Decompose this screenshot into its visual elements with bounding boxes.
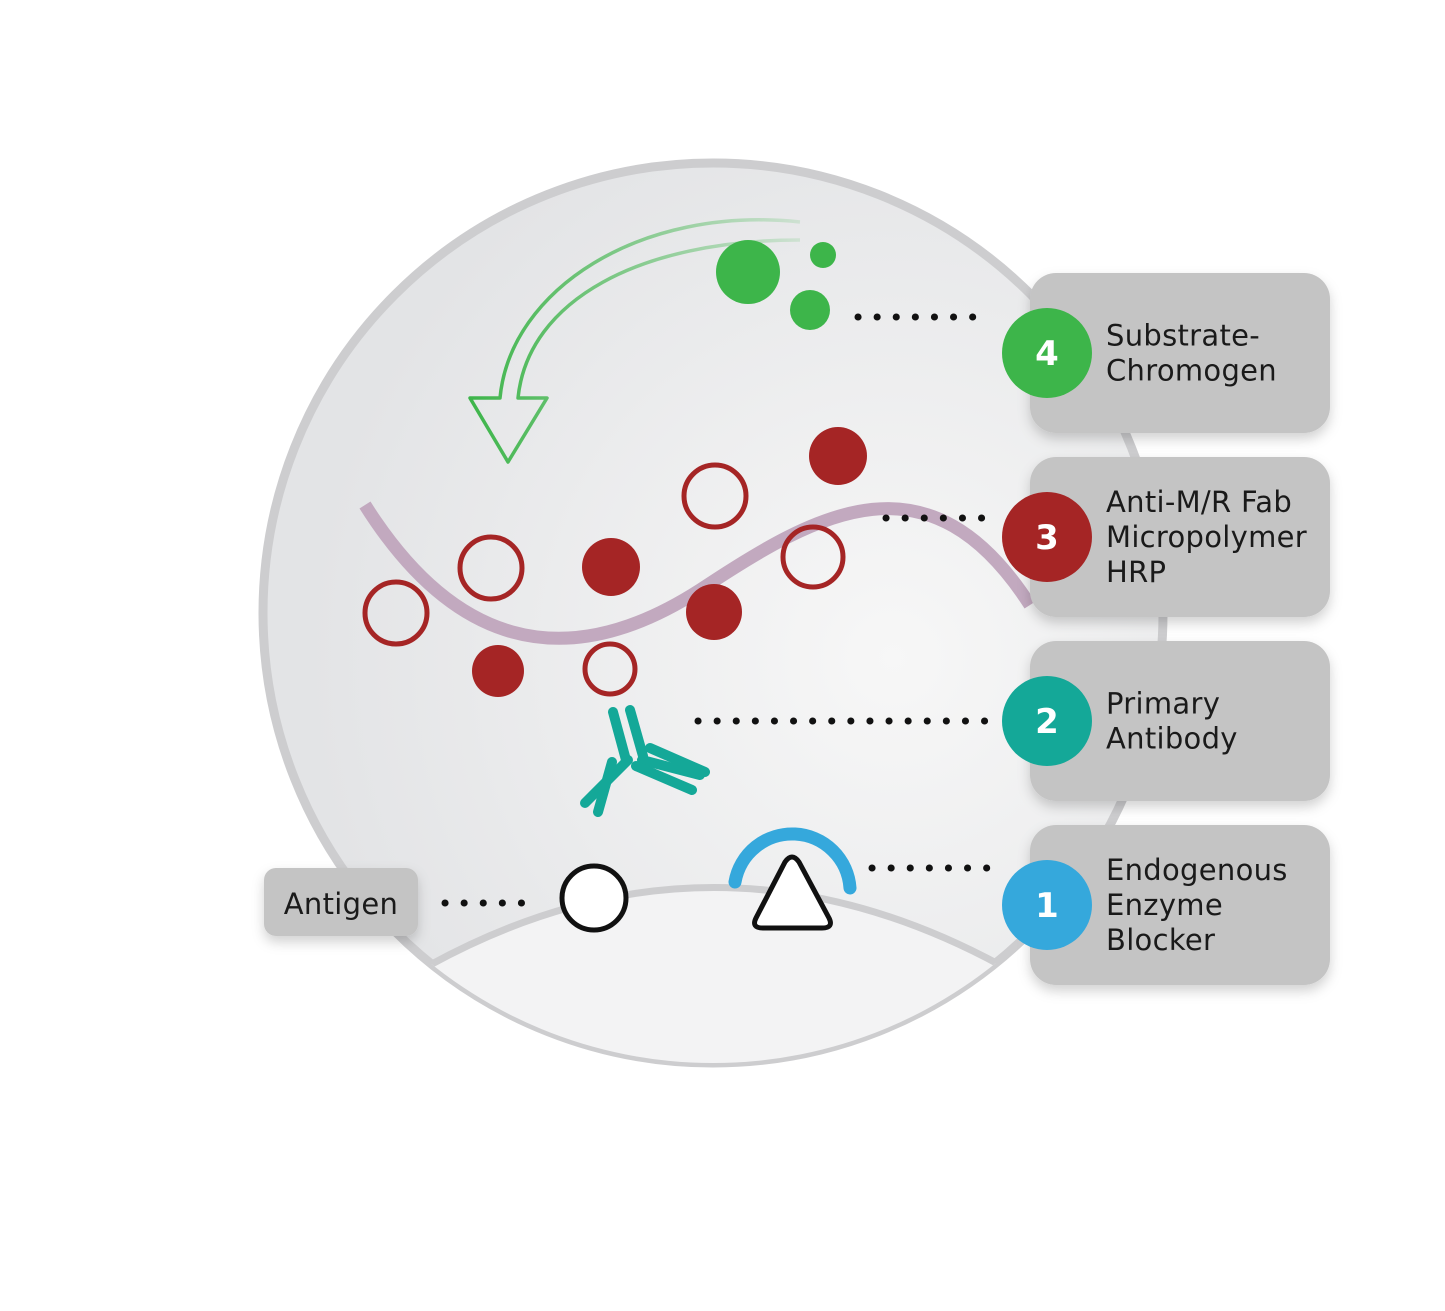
step-number-badge (1002, 308, 1092, 398)
step-label-line: Blocker (1106, 923, 1215, 957)
hrp-filled-circle (809, 427, 867, 485)
step-box (1030, 825, 1330, 985)
step-box (1030, 457, 1330, 617)
step-label-line: Antibody (1106, 722, 1238, 756)
step-number-badge (1002, 860, 1092, 950)
hrp-molecules (362, 427, 867, 697)
step-number: 3 (1035, 518, 1059, 558)
antigen-icon (559, 863, 629, 933)
hrp-filled-circle (472, 645, 524, 697)
antigen-label: Antigen (264, 868, 418, 936)
hrp-open-circle (582, 641, 638, 697)
antigen-label-text: Antigen (284, 887, 398, 921)
step-label-line: Endogenous (1106, 853, 1288, 887)
chromogen-dot (716, 240, 780, 304)
step-box (1030, 273, 1330, 433)
reaction-arrow-icon (468, 218, 801, 464)
chromogen-dot (810, 242, 836, 268)
step-number: 1 (1035, 886, 1059, 926)
step-number-badge (1002, 676, 1092, 766)
step-number-badge (1002, 492, 1092, 582)
step-label-line: Substrate- (1106, 319, 1260, 353)
hrp-filled-circle (686, 584, 742, 640)
hrp-open-circle (362, 579, 430, 647)
step-label-line: Micropolymer (1106, 520, 1307, 554)
hrp-open-circle (457, 534, 525, 602)
antibody-icon (580, 705, 710, 817)
hrp-open-circle (681, 462, 749, 530)
blocker-arc-icon (728, 827, 857, 895)
step-label-line: Primary (1106, 687, 1220, 721)
step-label-line: Chromogen (1106, 354, 1277, 388)
chromogen-dot (790, 290, 830, 330)
step-4-label: 4 Substrate-Chromogen (1002, 273, 1330, 433)
step-number: 2 (1035, 702, 1059, 742)
leader-lines (441, 313, 996, 907)
step-label-line: Enzyme (1106, 888, 1223, 922)
tissue-surface (428, 884, 1002, 1063)
hrp-open-circle (780, 524, 846, 590)
step-number: 4 (1035, 334, 1059, 374)
step-label-line: Anti-M/R Fab (1106, 485, 1292, 519)
hrp-filled-circle (582, 538, 640, 596)
step-label-line: HRP (1106, 555, 1166, 589)
enzyme-triangle-icon (752, 854, 833, 931)
chromogen-dots (716, 240, 836, 330)
step-box (1030, 641, 1330, 801)
